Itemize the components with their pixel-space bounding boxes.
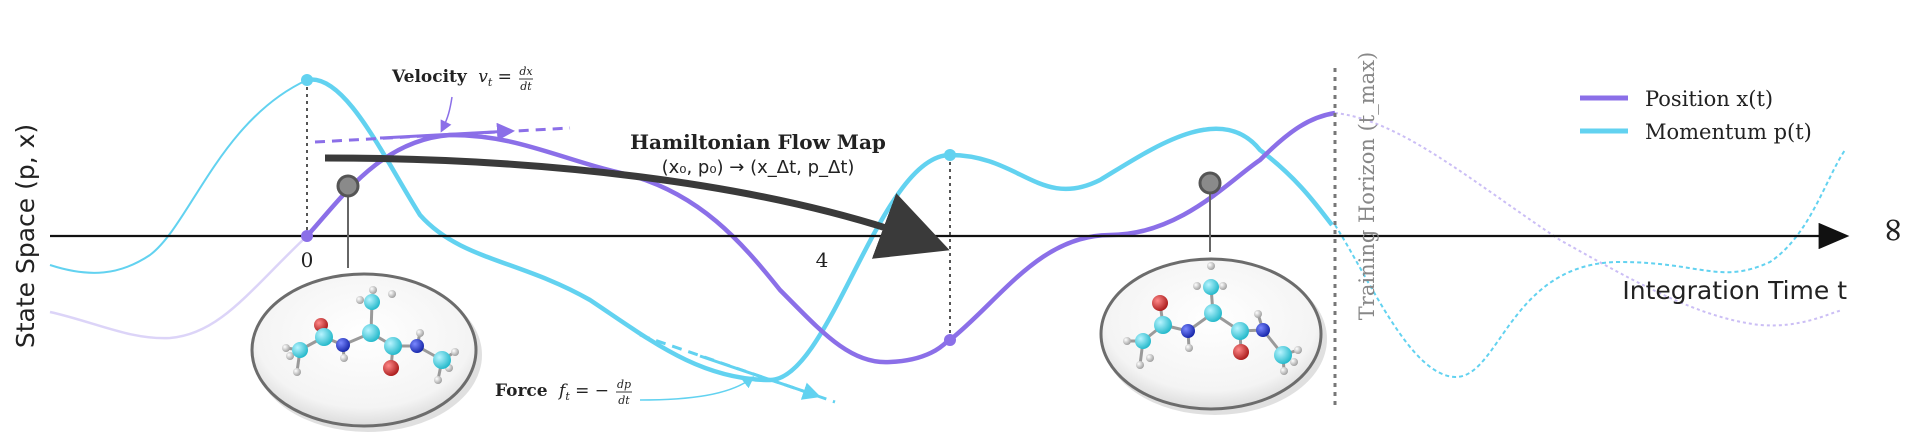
svg-text:Velocity vt =: Velocity vt = <box>391 67 512 89</box>
velocity-label: Velocity vt = dx dt <box>391 65 533 93</box>
momentum-point-mid <box>944 149 956 161</box>
svg-text:dp: dp <box>617 378 631 391</box>
legend: Position x(t) Momentum p(t) <box>1580 87 1812 144</box>
flow-map-arrow <box>324 154 950 259</box>
svg-text:dt: dt <box>618 394 630 407</box>
position-future-curve <box>1334 112 1843 327</box>
velocity-arrow <box>379 122 515 141</box>
tick-label-4: 4 <box>816 248 829 272</box>
legend-position-label: Position x(t) <box>1645 87 1773 111</box>
x-axis-label: Integration Time t <box>1622 276 1847 305</box>
velocity-label-bold: Velocity <box>391 67 468 87</box>
velocity-pointer <box>440 96 453 133</box>
y-axis-label: State Space (p, x) <box>11 124 40 348</box>
force-pointer <box>639 376 755 401</box>
position-point-mid <box>944 334 956 346</box>
position-tail-left <box>49 235 308 340</box>
molecule-left-oval <box>250 272 478 428</box>
molecule-right-anchor <box>1198 171 1222 195</box>
force-label-bold: Force <box>495 381 548 401</box>
flow-map-formula: (x₀, p₀) → (x_Δt, p_Δt) <box>662 157 855 178</box>
legend-momentum-label: Momentum p(t) <box>1645 120 1812 144</box>
training-horizon-label: Training Horizon (t_max) <box>1355 52 1379 320</box>
position-point-t0 <box>301 230 313 242</box>
momentum-point-t0 <box>301 74 313 86</box>
molecule-left-atoms <box>282 286 459 384</box>
flow-map-title: Hamiltonian Flow Map <box>630 130 886 154</box>
svg-text:dx: dx <box>519 65 533 78</box>
infinity-symbol: ∞ <box>1874 216 1914 244</box>
momentum-tail-left <box>49 79 308 274</box>
molecule-left-anchor <box>336 174 360 198</box>
molecule-right-atoms <box>1123 262 1302 375</box>
force-label: Force ft = − dp dt <box>495 378 632 407</box>
position-curve <box>305 110 1336 365</box>
svg-text:dt: dt <box>520 80 532 93</box>
momentum-curve <box>306 77 1334 383</box>
svg-text:Force ft = −: Force ft = − <box>495 381 609 403</box>
force-arrow <box>699 354 821 400</box>
tick-label-0: 0 <box>301 248 314 272</box>
momentum-future-curve <box>1334 149 1846 379</box>
